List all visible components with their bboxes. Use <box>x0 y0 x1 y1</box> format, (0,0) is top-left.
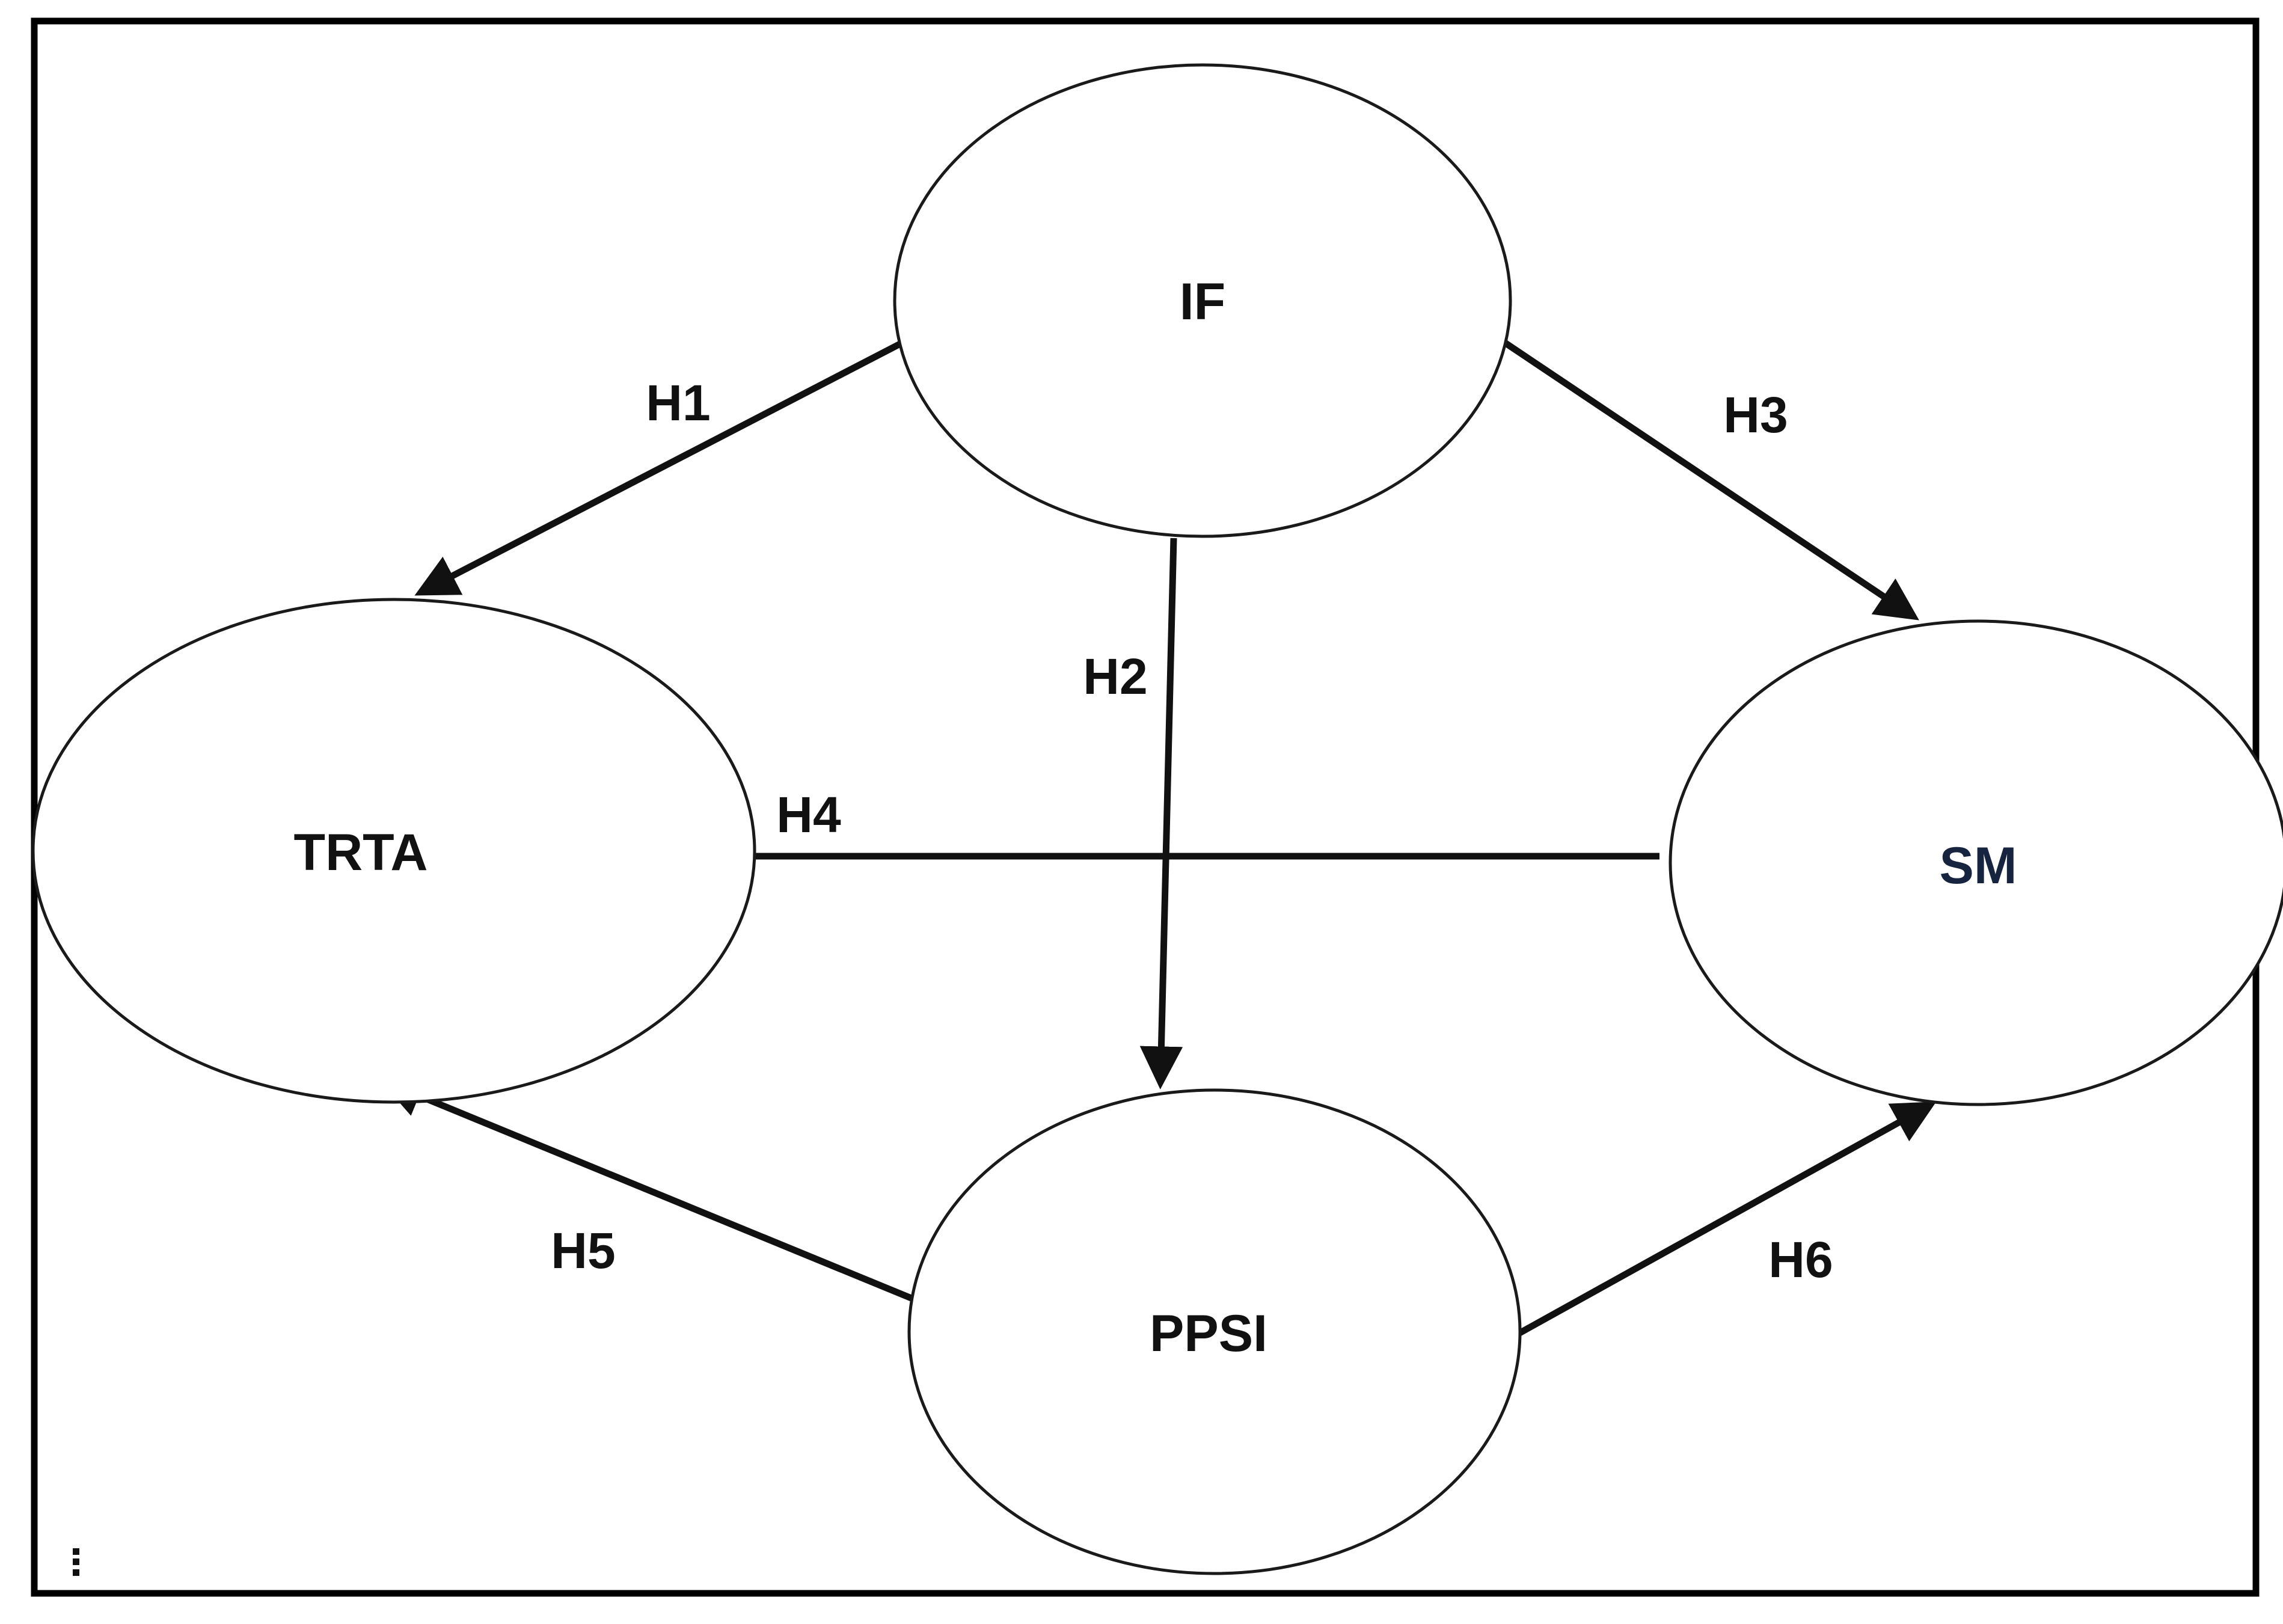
node-if-label: IF <box>1180 273 1225 331</box>
edge-h1-line[interactable] <box>414 334 916 596</box>
node-if[interactable]: IF <box>893 63 1512 538</box>
edge-label-h2: H2 <box>1083 648 1147 705</box>
edge-h6-line[interactable] <box>1498 1102 1937 1347</box>
edge-label-group: H1 H2 H3 H4 H5 H6 <box>551 375 1833 1288</box>
edge-label-h4: H4 <box>776 786 841 843</box>
node-trta[interactable]: TRTA <box>31 598 756 1104</box>
vertical-ellipsis-icon <box>73 1548 79 1576</box>
node-trta-label: TRTA <box>294 824 428 881</box>
node-group: IF TRTA SM PPSI <box>31 63 2283 1575</box>
node-if-shape[interactable] <box>893 63 1512 538</box>
edge-label-h6: H6 <box>1768 1231 1833 1288</box>
node-sm-shape[interactable] <box>1669 619 2283 1106</box>
edge-h3-line[interactable] <box>1494 334 1919 620</box>
edge-h5-line[interactable] <box>379 1076 922 1305</box>
edge-label-h5: H5 <box>551 1222 615 1279</box>
edge-label-h3: H3 <box>1723 387 1788 443</box>
node-ppsi[interactable]: PPSI <box>907 1088 1522 1575</box>
node-trta-shape[interactable] <box>31 598 756 1104</box>
node-ppsi-label: PPSI <box>1150 1305 1267 1362</box>
edge-group <box>379 334 1937 1347</box>
edge-label-h1: H1 <box>646 375 710 431</box>
node-ppsi-shape[interactable] <box>907 1088 1522 1575</box>
edge-h2-line[interactable] <box>1139 538 1183 1089</box>
node-sm-label: SM <box>1940 837 2017 895</box>
node-sm[interactable]: SM <box>1669 619 2283 1106</box>
